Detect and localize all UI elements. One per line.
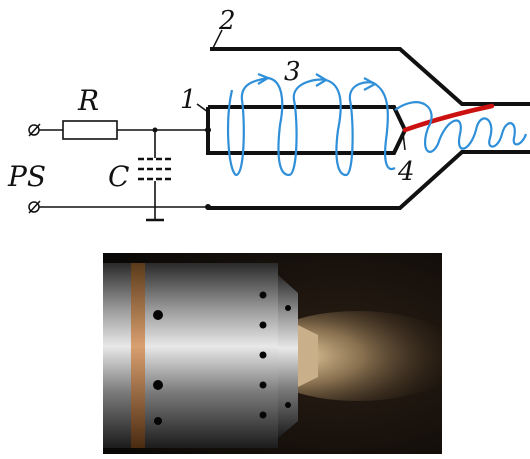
- electrode-label: 1: [180, 85, 197, 115]
- housing-label: 2: [218, 6, 236, 36]
- torch-nozzle: [278, 275, 298, 438]
- ps-terminal-top: [28, 123, 41, 137]
- plasma-torch-schematic: R C PS 1 2 3 4: [7, 6, 530, 222]
- power-supply-label: PS: [7, 160, 46, 193]
- resistor-label: R: [77, 84, 99, 117]
- electrode-label-leader: [196, 103, 209, 113]
- capacitor-symbol: [138, 157, 172, 181]
- circuit-wires: [38, 129, 208, 222]
- ps-terminal-bottom: [28, 200, 41, 214]
- gas-vortex-helix: [226, 76, 528, 177]
- arc-label-leader: [402, 132, 406, 151]
- brass-ring: [131, 263, 145, 448]
- vortex-arrowheads: [257, 72, 378, 91]
- plasma-torch-photo: [103, 253, 442, 454]
- arc-discharge: [402, 103, 495, 133]
- resistor-symbol: [62, 120, 118, 140]
- vortex-label: 3: [284, 57, 301, 87]
- torch-tip: [298, 325, 318, 387]
- electrode: [206, 105, 408, 155]
- terminal-dots: [152, 127, 211, 210]
- capacitor-label: C: [108, 160, 129, 193]
- torch-body: [103, 263, 278, 448]
- vent-holes: [153, 291, 291, 425]
- housing-label-leader: [212, 29, 223, 49]
- arc-label: 4: [397, 157, 415, 187]
- housing-outline: [207, 47, 530, 210]
